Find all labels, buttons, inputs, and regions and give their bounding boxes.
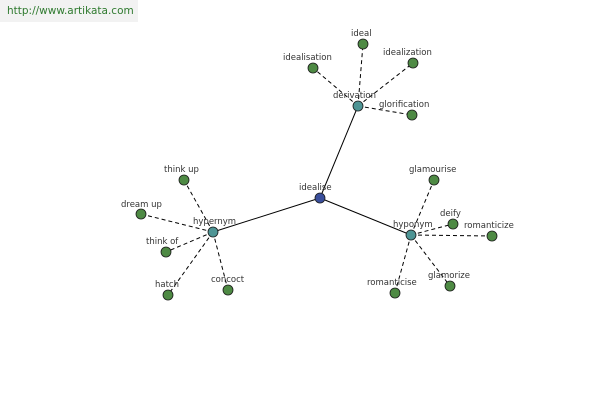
edge-hypernym-hatch bbox=[167, 231, 214, 296]
leaf-node-think-up[interactable] bbox=[178, 174, 190, 186]
edge-idealise-derivation bbox=[319, 105, 359, 199]
leaf-node-dream-up[interactable] bbox=[135, 208, 147, 220]
category-node-hyponym[interactable] bbox=[405, 229, 417, 241]
leaf-node-idealisation[interactable] bbox=[307, 62, 319, 74]
leaf-label-romanticise[interactable]: romanticise bbox=[367, 278, 417, 288]
graph-labels: idealise derivation ideal idealisation ideal… bbox=[121, 29, 514, 290]
leaf-label-glamorize[interactable]: glamorize bbox=[428, 271, 470, 281]
edge-idealise-hyponym bbox=[319, 197, 412, 236]
graph-nodes bbox=[135, 38, 498, 301]
artikata-url-watermark[interactable]: http://www.artikata.com bbox=[0, 0, 138, 22]
edge-hypernym-think-up bbox=[183, 179, 214, 233]
category-label-hyponym[interactable]: hyponym bbox=[393, 220, 433, 230]
leaf-node-deify[interactable] bbox=[447, 218, 459, 230]
leaf-label-glamourise[interactable]: glamourise bbox=[409, 165, 456, 175]
edge-hyponym-glamorize bbox=[410, 234, 451, 287]
center-label-idealise[interactable]: idealise bbox=[299, 183, 332, 193]
leaf-node-concoct[interactable] bbox=[222, 284, 234, 296]
leaf-label-think-up[interactable]: think up bbox=[164, 165, 199, 175]
edge-derivation-ideal bbox=[357, 43, 364, 107]
leaf-node-idealization[interactable] bbox=[407, 57, 419, 69]
leaf-label-romanticize[interactable]: romanticize bbox=[464, 221, 514, 231]
edge-idealise-hypernym bbox=[212, 197, 321, 233]
category-label-hypernym[interactable]: hypernym bbox=[193, 217, 236, 227]
leaf-node-glamourise[interactable] bbox=[428, 174, 440, 186]
edge-hyponym-romanticize bbox=[410, 234, 493, 237]
edge-hypernym-dream-up bbox=[140, 213, 214, 233]
leaf-label-deify[interactable]: deify bbox=[440, 209, 461, 219]
edge-hyponym-glamourise bbox=[410, 179, 435, 236]
leaf-node-ideal[interactable] bbox=[357, 38, 369, 50]
leaf-label-dream-up[interactable]: dream up bbox=[121, 200, 162, 210]
leaf-label-hatch[interactable]: hatch bbox=[155, 280, 179, 290]
leaf-label-glorification[interactable]: glorification bbox=[379, 100, 429, 110]
leaf-label-idealization[interactable]: idealization bbox=[383, 48, 432, 58]
category-node-hypernym[interactable] bbox=[207, 226, 219, 238]
leaf-node-think-of[interactable] bbox=[160, 246, 172, 258]
leaf-node-romanticize[interactable] bbox=[486, 230, 498, 242]
leaf-label-idealisation[interactable]: idealisation bbox=[283, 53, 332, 63]
edge-derivation-idealization bbox=[357, 62, 414, 107]
edge-hypernym-think-of bbox=[165, 231, 214, 253]
leaf-node-hatch[interactable] bbox=[162, 289, 174, 301]
leaf-label-concoct[interactable]: concoct bbox=[211, 275, 245, 285]
graph-edges bbox=[140, 43, 493, 296]
category-node-derivation[interactable] bbox=[352, 100, 364, 112]
edge-hyponym-deify bbox=[410, 223, 454, 236]
edge-hypernym-concoct bbox=[212, 231, 229, 291]
leaf-label-think-of[interactable]: think of bbox=[146, 237, 179, 247]
category-label-derivation[interactable]: derivation bbox=[333, 91, 376, 101]
edge-derivation-idealisation bbox=[312, 67, 359, 107]
edge-hyponym-romanticise bbox=[394, 234, 412, 294]
leaf-node-romanticise[interactable] bbox=[389, 287, 401, 299]
leaf-node-glamorize[interactable] bbox=[444, 280, 456, 292]
leaf-node-glorification[interactable] bbox=[406, 109, 418, 121]
leaf-label-ideal[interactable]: ideal bbox=[351, 29, 372, 39]
edge-derivation-glorification bbox=[357, 105, 413, 116]
center-node-idealise[interactable] bbox=[314, 192, 326, 204]
